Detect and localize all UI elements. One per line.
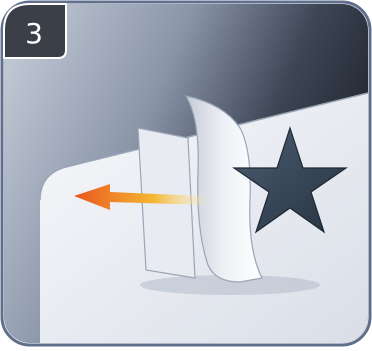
step-badge: 3 [4, 4, 66, 58]
step-number: 3 [25, 17, 43, 50]
